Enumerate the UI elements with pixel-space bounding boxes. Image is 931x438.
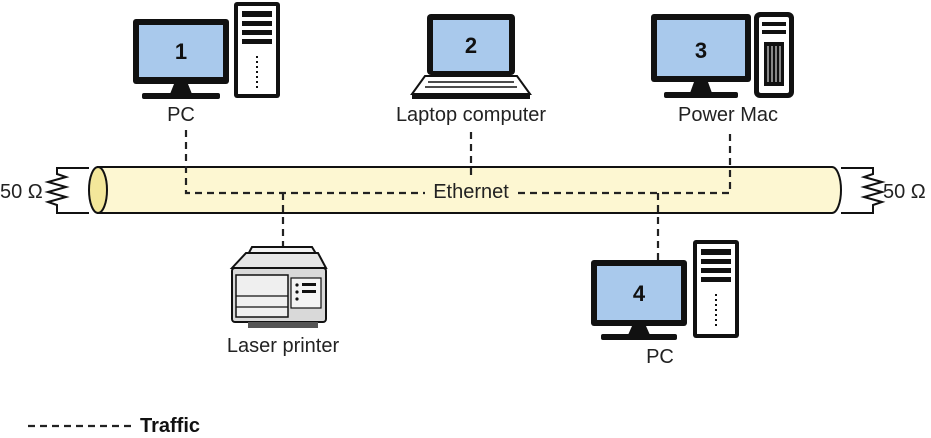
laptop-label: Laptop computer: [396, 104, 546, 126]
pc-bottom-label: PC: [646, 346, 674, 368]
powermac-number: 3: [695, 38, 707, 63]
powermac-3-monitor: [651, 14, 751, 98]
terminator-left: [44, 167, 89, 214]
traffic-lines: [184, 130, 732, 262]
legend: Traffic: [28, 415, 200, 437]
legend-label: Traffic: [140, 415, 200, 437]
powermac-label: Power Mac: [678, 104, 778, 126]
pc-1-monitor: [133, 19, 229, 99]
terminator-right-label: 50 Ω: [883, 181, 926, 203]
laptop-number: 2: [465, 33, 477, 58]
printer-label: Laser printer: [227, 335, 340, 357]
terminator-right: [841, 167, 886, 214]
laser-printer: [229, 246, 328, 328]
pc-4-tower: [693, 240, 739, 338]
terminator-left-label: 50 Ω: [0, 181, 43, 203]
ethernet-label: Ethernet: [433, 181, 509, 203]
powermac-3-tower: [754, 12, 794, 98]
pc-4-number: 4: [633, 281, 646, 306]
pc-1-tower: [234, 2, 280, 98]
pc-1-number: 1: [175, 39, 187, 64]
ethernet-cable: [88, 166, 842, 214]
pc-top-label: PC: [167, 104, 195, 126]
pc-4-monitor: [591, 260, 687, 340]
laptop-2: [410, 14, 532, 99]
